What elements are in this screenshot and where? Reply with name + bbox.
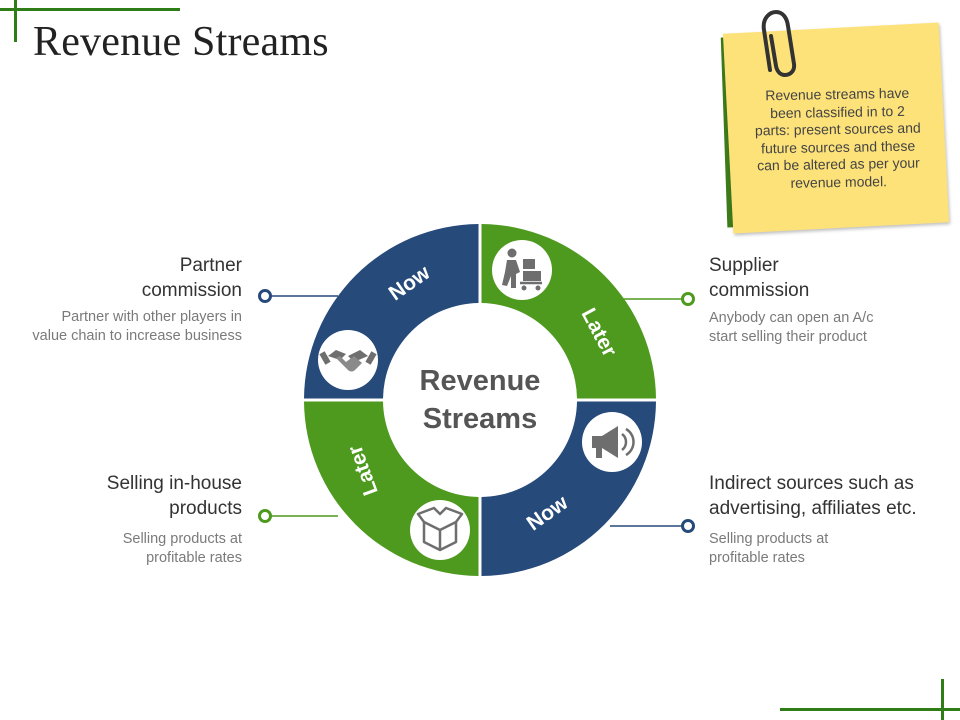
selling-title-line2: products	[169, 498, 242, 519]
indirect-desc-line2: profitable rates	[709, 550, 805, 566]
connector-dot-partner	[258, 289, 272, 303]
supplier-description: Anybody can open an A/c start selling th…	[709, 309, 939, 347]
page-title: Revenue Streams	[33, 19, 329, 65]
indirect-desc-line1: Selling products at	[709, 531, 829, 547]
center-label: Revenue Streams	[380, 362, 580, 438]
bottom-right-vertical-line	[941, 679, 944, 720]
indirect-title-line1: Indirect sources such as	[709, 473, 914, 494]
top-left-horizontal-line	[0, 8, 180, 11]
connector-dot-supplier	[681, 292, 695, 306]
indirect-title: Indirect sources such as advertising, af…	[709, 471, 954, 521]
supplier-title: Supplier commission	[709, 253, 939, 303]
selling-description: Selling products at profitable rates	[40, 530, 242, 568]
partner-description: Partner with other players in value chai…	[12, 308, 242, 346]
megaphone-icon	[582, 412, 642, 472]
box-icon	[410, 500, 470, 560]
center-label-line1: Revenue	[419, 365, 541, 397]
supplier-desc-line1: Anybody can open an A/c	[709, 310, 874, 326]
partner-desc-line1: Partner with other players in	[61, 309, 242, 325]
selling-desc-line2: profitable rates	[146, 550, 242, 566]
handshake-icon	[318, 330, 378, 390]
connector-dot-selling	[258, 509, 272, 523]
partner-desc-line2: value chain to increase business	[32, 328, 242, 344]
supplier-desc-line2: start selling their product	[709, 329, 867, 345]
supplier-title-line1: Supplier	[709, 255, 779, 276]
selling-title: Selling in-house products	[40, 471, 242, 521]
paperclip-icon	[761, 10, 797, 77]
partner-title-line1: Partner	[179, 255, 242, 276]
indirect-title-line2: advertising, affiliates etc.	[709, 498, 917, 519]
partner-title-line2: commission	[141, 280, 242, 301]
bottom-right-horizontal-line	[780, 708, 960, 711]
selling-title-line1: Selling in-house	[106, 473, 242, 494]
center-label-line2: Streams	[422, 403, 538, 435]
supplier-title-line2: commission	[709, 280, 810, 301]
delivery-cart-icon	[492, 240, 552, 300]
selling-desc-line1: Selling products at	[122, 531, 242, 547]
top-left-vertical-line	[14, 0, 17, 42]
indirect-description: Selling products at profitable rates	[709, 530, 939, 568]
partner-title: Partner commission	[60, 253, 242, 303]
connector-dot-indirect	[681, 519, 695, 533]
